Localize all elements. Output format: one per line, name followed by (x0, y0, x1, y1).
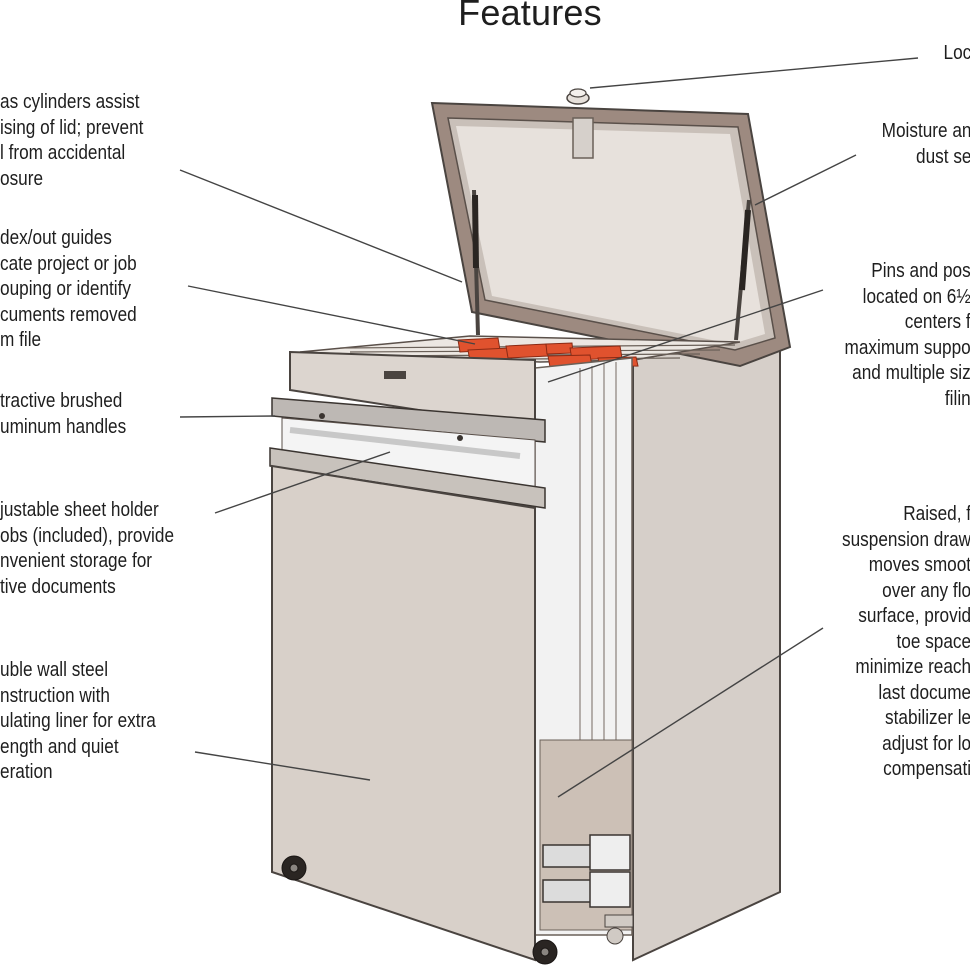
leader-gas-cylinders (179, 169, 463, 283)
callout-index-guides: dex/out guides cate project or job oupin… (0, 227, 137, 351)
drawer-slides (542, 834, 631, 908)
cabinet-front-panel (271, 464, 536, 962)
callout-sheet-holder: justable sheet holder obs (included), pr… (0, 499, 175, 598)
leader-handles (179, 415, 276, 418)
callout-gas-cylinders: as cylinders assist ising of lid; preven… (0, 91, 144, 190)
callout-drawer: Raised, f suspension draw moves smoot ov… (841, 503, 970, 780)
diagram-title: Features (458, 0, 602, 33)
leader-double-wall (194, 751, 371, 781)
callout-handles: tractive brushed uminum handles (0, 390, 127, 438)
leader-lock (589, 57, 919, 89)
callout-double-wall: uble wall steel nstruction with ulating … (0, 659, 156, 783)
lid-lock (566, 88, 590, 105)
callout-moisture-seal: Moisture an dust se (881, 120, 970, 168)
cabinet-side-panel (632, 331, 781, 962)
leader-drawer (557, 627, 824, 798)
callout-leader-lines (179, 57, 919, 798)
leader-index-guides (187, 285, 476, 345)
callout-pins-posts: Pins and pos located on 6½ centers f max… (844, 260, 970, 410)
cabinet-lid (430, 101, 792, 368)
leader-moisture-seal (754, 154, 857, 206)
leader-sheet-holder (214, 451, 391, 514)
gas-cylinders (472, 189, 751, 341)
callout-lock: Loc (943, 42, 970, 64)
leader-pins-posts (547, 289, 824, 383)
casters (281, 855, 634, 965)
brushed-aluminum-handle (269, 397, 546, 509)
